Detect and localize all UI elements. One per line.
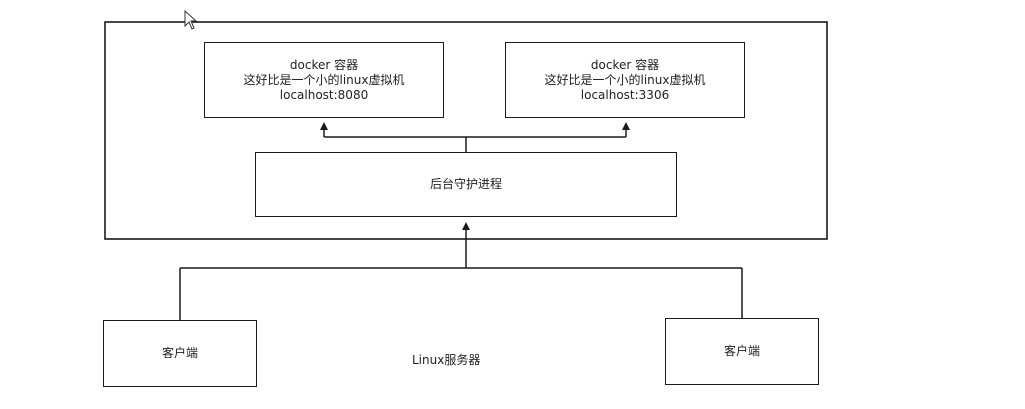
client-right-box: 客户端	[665, 318, 819, 385]
daemon-process-box: 后台守护进程	[255, 152, 677, 217]
container-left-title: docker 容器	[289, 57, 359, 72]
container-right-address: localhost:3306	[580, 87, 670, 102]
client-right-label: 客户端	[723, 344, 760, 358]
client-left-box: 客户端	[103, 320, 257, 387]
client-left-label: 客户端	[161, 346, 198, 360]
container-right-description: 这好比是一个小的linux虚拟机	[544, 72, 706, 87]
docker-container-left: docker 容器 这好比是一个小的linux虚拟机 localhost:808…	[204, 42, 444, 118]
container-right-title: docker 容器	[590, 57, 660, 72]
linux-server-label: Linux服务器	[412, 353, 481, 367]
container-left-description: 这好比是一个小的linux虚拟机	[243, 72, 405, 87]
daemon-process-label: 后台守护进程	[429, 177, 502, 191]
docker-container-right: docker 容器 这好比是一个小的linux虚拟机 localhost:330…	[505, 42, 745, 118]
container-left-address: localhost:8080	[279, 87, 369, 102]
mouse-pointer-icon	[184, 10, 198, 30]
